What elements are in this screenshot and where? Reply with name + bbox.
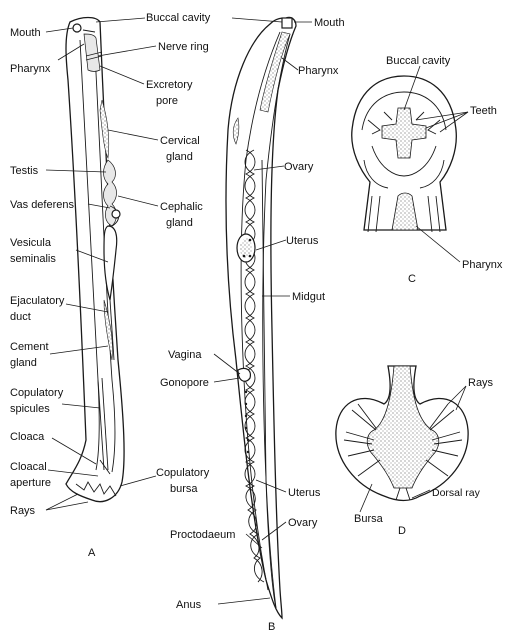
panel-label-b: B [268, 621, 275, 633]
label-cephalic-gland-line2: gland [166, 217, 193, 229]
label-cloaca: Cloaca [10, 431, 45, 443]
label-buccal-cavity-c: Buccal cavity [386, 55, 451, 67]
label-cervical-gland-line2: gland [166, 151, 193, 163]
panel-label-d: D [398, 525, 406, 537]
label-testis: Testis [10, 165, 39, 177]
label-vagina: Vagina [168, 349, 202, 361]
label-mouth-a: Mouth [10, 27, 41, 39]
label-pharynx-b: Pharynx [298, 65, 339, 77]
label-cervical-gland-line1: Cervical [160, 135, 200, 147]
label-copulatory-bursa-line2: bursa [170, 483, 198, 495]
label-dorsal-ray: Dorsal ray [432, 487, 481, 499]
label-rays-a: Rays [10, 505, 36, 517]
label-midgut: Midgut [292, 291, 325, 303]
label-vas-deferens: Vas deferens [10, 199, 75, 211]
label-gonopore: Gonopore [160, 377, 209, 389]
label-nerve-ring: Nerve ring [158, 41, 209, 53]
label-copulatory-bursa-line1: Copulatory [156, 467, 210, 479]
label-pharynx-a: Pharynx [10, 63, 51, 75]
label-cloacal-aperture-line2: aperture [10, 477, 51, 489]
label-spicules-line1: Copulatory [10, 387, 64, 399]
label-excretory-pore-line1: Excretory [146, 79, 193, 91]
label-bursa-d: Bursa [354, 513, 384, 525]
label-cloacal-aperture-line1: Cloacal [10, 461, 47, 473]
panel-label-a: A [88, 547, 96, 559]
label-cement-gland-line2: gland [10, 357, 37, 369]
anterior-end-drawing [352, 76, 457, 232]
label-vesicula-line2: seminalis [10, 253, 56, 265]
bursa-drawing [336, 366, 468, 501]
label-ovary-lower: Ovary [288, 517, 318, 529]
label-excretory-pore-line2: pore [156, 95, 178, 107]
label-uterus-upper: Uterus [286, 235, 319, 247]
label-mouth-b: Mouth [314, 17, 345, 29]
label-cement-gland-line1: Cement [10, 341, 49, 353]
label-rays-d: Rays [468, 377, 494, 389]
label-anus: Anus [176, 599, 202, 611]
label-teeth: Teeth [470, 105, 497, 117]
label-ovary-upper: Ovary [284, 161, 314, 173]
label-proctodaeum: Proctodaeum [170, 529, 235, 541]
label-pharynx-c: Pharynx [462, 259, 503, 271]
male-worm-drawing [66, 18, 124, 502]
leader-lines [46, 18, 468, 604]
label-spicules-line2: spicules [10, 403, 50, 415]
female-worm-drawing [226, 17, 296, 618]
label-uterus-lower: Uterus [288, 487, 321, 499]
label-ejaculatory-line1: Ejaculatory [10, 295, 65, 307]
label-vesicula-line1: Vesicula [10, 237, 52, 249]
label-buccal-cavity-a: Buccal cavity [146, 12, 211, 24]
label-cephalic-gland-line1: Cephalic [160, 201, 203, 213]
panel-label-c: C [408, 273, 416, 285]
label-ejaculatory-line2: duct [10, 311, 31, 323]
